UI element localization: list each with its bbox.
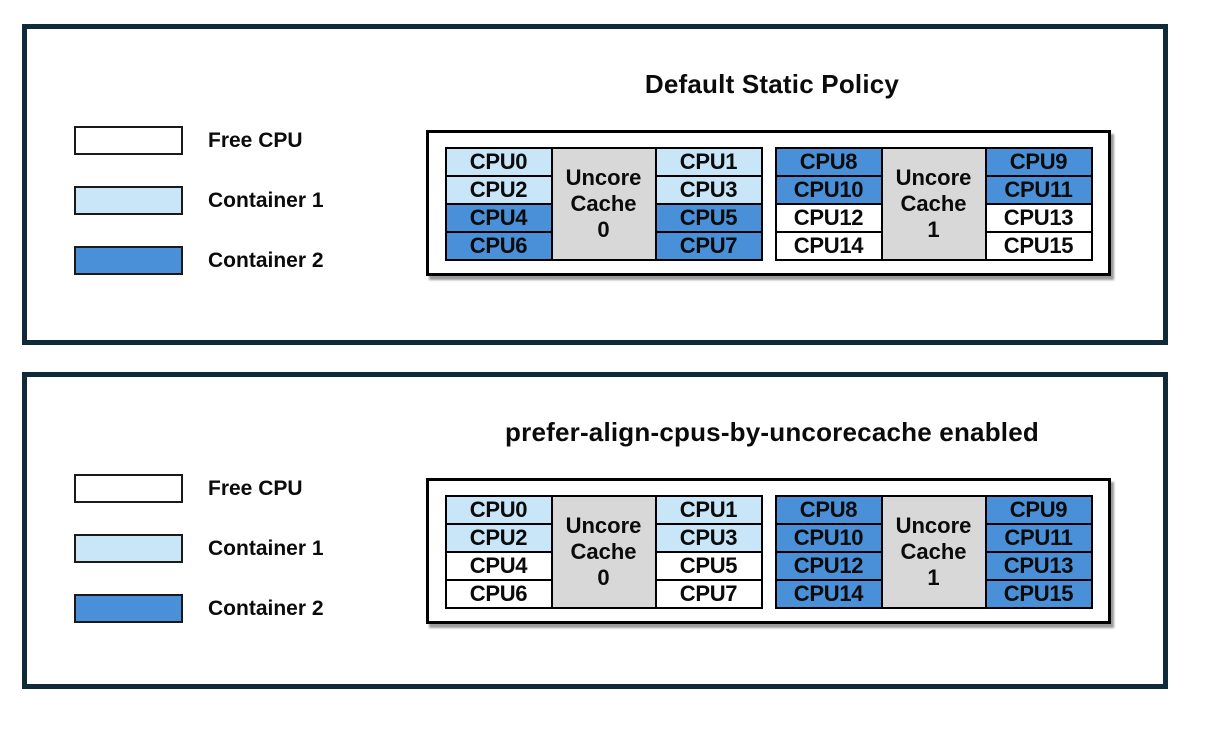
cpu-cell-cpu11: CPU11 [984, 523, 1093, 553]
uncore-cache-label: Cache [570, 539, 637, 564]
panel-prefer-align-cpus-by-uncorecache: prefer-align-cpus-by-uncorecache enabled… [22, 372, 1168, 689]
cpu-cell-cpu7: CPU7 [654, 231, 763, 261]
cpu-cell-cpu12: CPU12 [774, 203, 883, 233]
legend: Free CPU Container 1 Container 2 [74, 474, 324, 654]
cpu-cell-cpu3: CPU3 [654, 523, 763, 553]
cpu-cell-cpu8: CPU8 [774, 147, 883, 177]
legend-item-container-2: Container 2 [74, 594, 324, 623]
uncore-cache-label: Uncore [895, 513, 972, 538]
cpu-cell-cpu12: CPU12 [774, 551, 883, 581]
cpu-cell-cpu2: CPU2 [444, 175, 553, 205]
legend: Free CPU Container 1 Container 2 [74, 126, 324, 306]
cpu-cell-cpu10: CPU10 [774, 523, 883, 553]
uncore-cache-label: Uncore [565, 513, 642, 538]
legend-item-container-2: Container 2 [74, 246, 324, 275]
legend-swatch-free [74, 474, 183, 503]
cpu-cell-cpu6: CPU6 [444, 231, 553, 261]
legend-swatch-container2 [74, 594, 183, 623]
panel-default-static-policy: Default Static Policy Free CPU Container … [22, 24, 1168, 345]
cpu-cell-cpu14: CPU14 [774, 579, 883, 609]
cpu-cell-cpu2: CPU2 [444, 523, 553, 553]
uncore-cache-label: 1 [927, 217, 940, 242]
cpu-cell-cpu11: CPU11 [984, 175, 1093, 205]
legend-item-container-1: Container 1 [74, 186, 324, 215]
legend-label: Free CPU [208, 128, 303, 152]
cpu-cell-cpu4: CPU4 [444, 551, 553, 581]
uncore-cache-label: Cache [900, 191, 967, 216]
cpu-cell-cpu15: CPU15 [984, 231, 1093, 261]
legend-swatch-container2 [74, 246, 183, 275]
cpu-cell-cpu1: CPU1 [654, 147, 763, 177]
cpu-cell-cpu8: CPU8 [774, 495, 883, 525]
uncore-cache-label: 0 [597, 217, 610, 242]
legend-label: Container 2 [208, 596, 324, 620]
cpu-cell-cpu14: CPU14 [774, 231, 883, 261]
legend-item-free-cpu: Free CPU [74, 126, 324, 155]
legend-swatch-container1 [74, 534, 183, 563]
cpu-cell-cpu4: CPU4 [444, 203, 553, 233]
legend-swatch-free [74, 126, 183, 155]
uncore-cache-label: 1 [927, 565, 940, 590]
cpu-cell-cpu9: CPU9 [984, 147, 1093, 177]
cpu-cell-cpu6: CPU6 [444, 579, 553, 609]
cpu-cell-cpu0: CPU0 [444, 495, 553, 525]
uncore-cache-label: 0 [597, 565, 610, 590]
cpu-cell-cpu3: CPU3 [654, 175, 763, 205]
uncore-cache-label: Uncore [565, 165, 642, 190]
legend-label: Container 1 [208, 188, 324, 212]
cpu-cell-cpu15: CPU15 [984, 579, 1093, 609]
cpu-cell-cpu5: CPU5 [654, 203, 763, 233]
cpu-cell-cpu13: CPU13 [984, 203, 1093, 233]
legend-item-free-cpu: Free CPU [74, 474, 324, 503]
panel-title: prefer-align-cpus-by-uncorecache enabled [505, 417, 1039, 447]
cpu-cell-cpu7: CPU7 [654, 579, 763, 609]
cpu-cell-cpu5: CPU5 [654, 551, 763, 581]
panel-title: Default Static Policy [644, 69, 900, 99]
cpu-cell-cpu13: CPU13 [984, 551, 1093, 581]
uncore-cache-label: Cache [900, 539, 967, 564]
legend-item-container-1: Container 1 [74, 534, 324, 563]
cpu-cell-cpu0: CPU0 [444, 147, 553, 177]
legend-label: Container 1 [208, 536, 324, 560]
cpu-cell-cpu1: CPU1 [654, 495, 763, 525]
legend-label: Container 2 [208, 248, 324, 272]
legend-swatch-container1 [74, 186, 183, 215]
uncore-cache-label: Uncore [895, 165, 972, 190]
uncore-cache-label: Cache [570, 191, 637, 216]
cpu-cell-cpu10: CPU10 [774, 175, 883, 205]
legend-label: Free CPU [208, 476, 303, 500]
cpu-cell-cpu9: CPU9 [984, 495, 1093, 525]
